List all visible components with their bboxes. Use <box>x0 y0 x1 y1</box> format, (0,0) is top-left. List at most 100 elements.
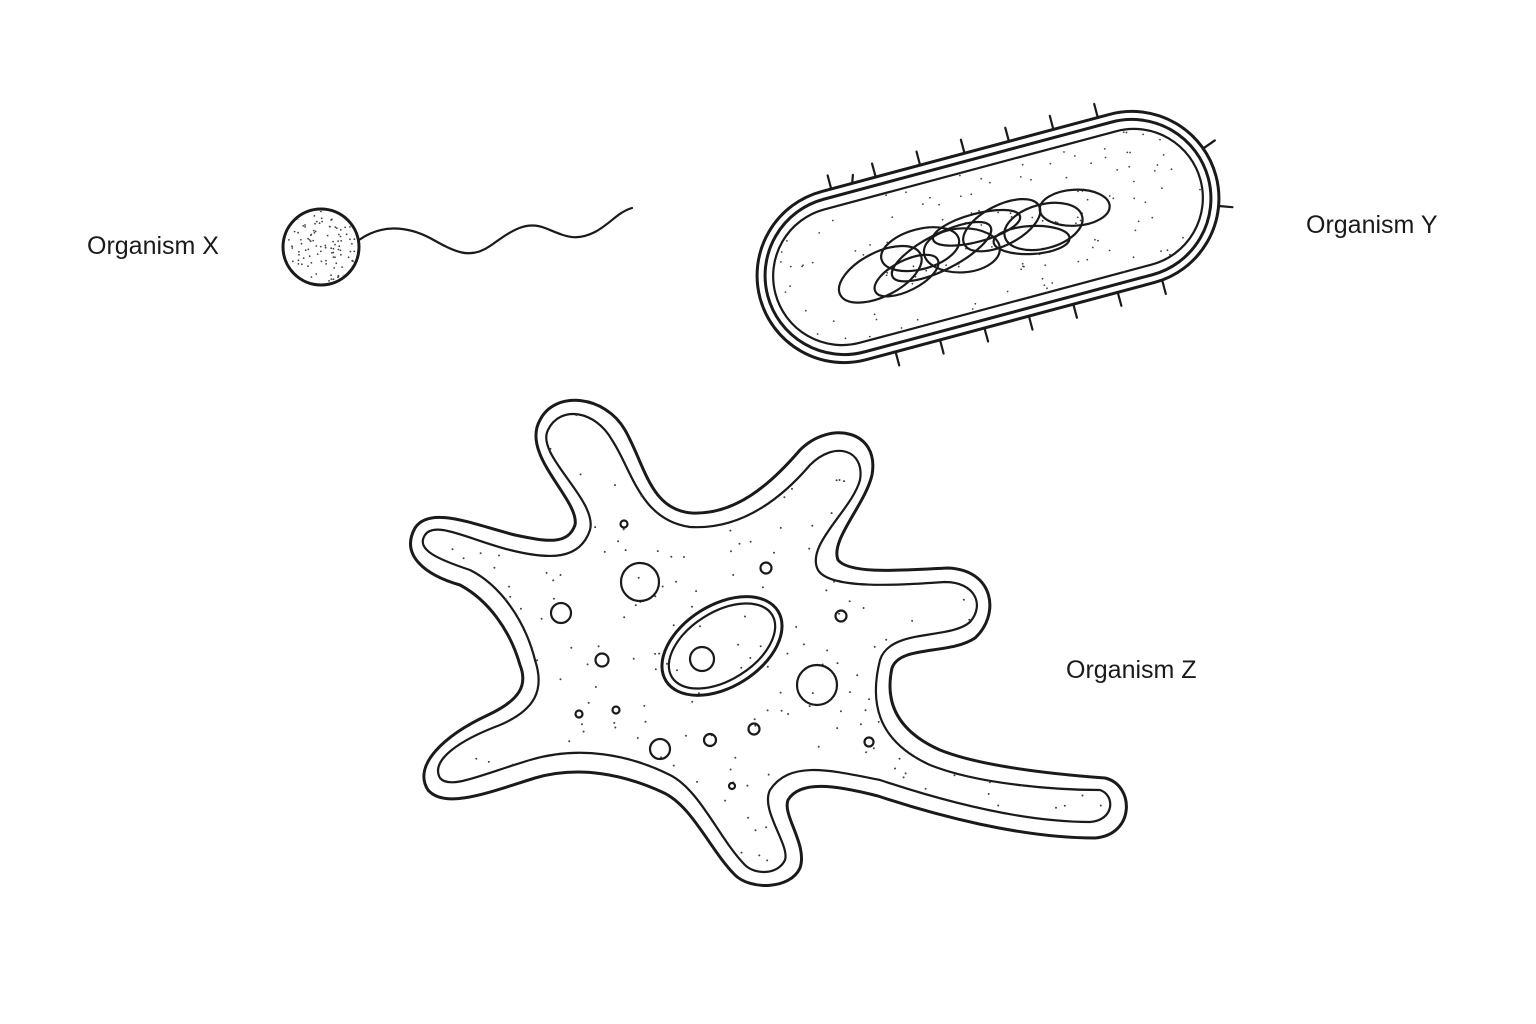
organism-z-outer-membrane <box>409 398 1128 887</box>
vacuole <box>747 722 761 736</box>
stipple-dot <box>815 148 818 151</box>
stipple-dot <box>731 426 734 429</box>
stipple-dot <box>784 138 787 141</box>
stipple-dot <box>1120 551 1122 553</box>
stipple-dot <box>1077 762 1080 765</box>
stipple-dot <box>404 474 406 476</box>
stipple-dot <box>459 498 461 501</box>
stipple-dot <box>780 709 783 712</box>
stipple-dot <box>1172 305 1175 308</box>
stipple-dot <box>617 540 620 543</box>
stipple-dot <box>1182 236 1184 239</box>
stipple-dot <box>682 556 685 558</box>
stipple-dot <box>1077 260 1080 263</box>
stipple-dot <box>911 687 914 690</box>
stipple-dot <box>587 701 590 704</box>
stipple-dot <box>293 278 296 281</box>
stipple-dot <box>339 235 342 238</box>
stipple-dot <box>941 133 944 136</box>
stipple-dot <box>1021 569 1023 572</box>
stipple-dot <box>724 799 727 802</box>
stipple-dot <box>695 481 698 484</box>
stipple-dot <box>498 554 500 557</box>
stipple-dot <box>456 394 458 396</box>
stipple-dot <box>606 395 608 397</box>
stipple-dot <box>737 643 740 646</box>
stipple-dot <box>759 645 762 648</box>
stipple-dot <box>435 632 438 635</box>
pilus <box>826 174 833 190</box>
stipple-dot <box>684 494 687 497</box>
stipple-dot <box>332 240 334 243</box>
stipple-dot <box>991 246 993 248</box>
stipple-dot <box>766 859 769 862</box>
nucleoid-strand <box>837 244 923 304</box>
stipple-dot <box>1096 574 1099 577</box>
stipple-dot <box>786 240 788 242</box>
stipple-dot <box>1020 666 1023 669</box>
stipple-dot <box>871 893 873 895</box>
stipple-dot <box>873 645 876 648</box>
stipple-dot <box>559 678 562 681</box>
stipple-dot <box>932 706 935 709</box>
stipple-dot <box>351 212 353 215</box>
stipple-dot <box>422 641 424 644</box>
stipple-dot <box>816 333 819 335</box>
stipple-dot <box>867 806 870 809</box>
stipple-dot <box>674 851 677 854</box>
stipple-dot <box>511 807 514 809</box>
stipple-dot <box>676 669 678 672</box>
stipple-dot <box>869 244 871 246</box>
stipple-dot <box>761 586 764 589</box>
stipple-dot <box>849 134 851 136</box>
stipple-dot <box>623 616 626 619</box>
stipple-dot <box>1125 131 1128 134</box>
stipple-dot <box>478 683 481 686</box>
stipple-dot <box>842 137 845 140</box>
stipple-dot <box>1050 837 1053 840</box>
stipple-dot <box>1129 151 1131 154</box>
stipple-dot <box>900 327 903 329</box>
stipple-dot <box>330 278 333 280</box>
stipple-dot <box>851 835 854 838</box>
stipple-dot <box>426 815 429 818</box>
stipple-dot <box>296 281 299 283</box>
organism-y-cytoplasm-boundary <box>772 127 1204 347</box>
stipple-dot <box>338 233 340 236</box>
stipple-dot <box>654 668 657 671</box>
stipple-dot <box>838 612 841 615</box>
stipple-dot <box>765 408 767 410</box>
stipple-dot <box>948 716 951 719</box>
stipple-dot <box>320 260 323 263</box>
stipple-dot <box>818 232 821 234</box>
stipple-dot <box>531 500 534 503</box>
stipple-dot <box>754 724 757 727</box>
nucleoid-strand <box>992 224 1071 256</box>
stipple-dot <box>413 454 415 456</box>
stipple-dot <box>320 217 323 220</box>
stipple-dot <box>879 523 882 526</box>
stipple-dot <box>988 872 990 874</box>
stipple-dot <box>332 278 335 281</box>
stipple-dot <box>831 219 834 222</box>
stipple-dot <box>449 629 452 632</box>
stipple-dot <box>340 253 342 256</box>
stipple-dot <box>697 692 700 695</box>
stipple-dot <box>768 413 771 416</box>
stipple-dot <box>349 277 352 279</box>
stipple-dot <box>1002 649 1005 652</box>
stipple-dot <box>1063 804 1066 807</box>
stipple-dot <box>553 809 556 812</box>
stipple-dot <box>568 740 571 743</box>
stipple-dot <box>511 763 514 766</box>
stipple-dot <box>330 247 333 250</box>
stipple-dot <box>959 174 961 177</box>
stipple-dot <box>1009 212 1012 215</box>
stipple-dot <box>801 265 803 268</box>
stipple-dot <box>753 718 756 721</box>
stipple-dot <box>938 203 940 206</box>
stipple-dot <box>1086 258 1089 261</box>
stipple-dot <box>835 479 838 482</box>
stipple-dot <box>634 604 637 607</box>
stipple-dot <box>1021 729 1023 732</box>
